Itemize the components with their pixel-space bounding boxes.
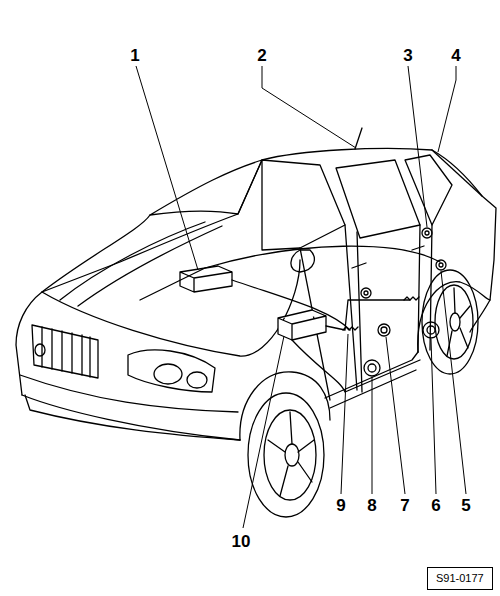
rear-hub: [450, 313, 460, 331]
wiring: [140, 246, 440, 392]
mirror: [291, 250, 314, 272]
callout-number: 6: [431, 497, 440, 514]
back-window: [432, 150, 482, 196]
leader-line: [243, 336, 284, 528]
bumper: [20, 375, 240, 440]
speaker: [361, 288, 371, 298]
leader-line: [441, 271, 466, 494]
hood-stripe: [60, 222, 222, 306]
headlight-lens: [187, 372, 207, 388]
grille-bars: [42, 327, 90, 377]
front-rim: [264, 410, 316, 500]
leader-line: [386, 337, 405, 494]
rear-window: [336, 160, 420, 238]
rear-spokes: [447, 288, 470, 356]
grille: [32, 325, 98, 378]
callout-number: 7: [400, 497, 409, 514]
speaker: [378, 324, 390, 336]
reference-text: S91-0177: [436, 573, 484, 584]
front-window: [262, 160, 345, 250]
front-arch: [240, 372, 330, 440]
callout-number: 10: [232, 533, 251, 550]
leader-line: [341, 334, 348, 494]
speaker: [436, 260, 446, 270]
callout-number: 5: [461, 497, 470, 514]
front-hub: [285, 444, 299, 466]
reference-box: S91-0177: [427, 567, 493, 590]
quarter-window: [405, 155, 452, 225]
speaker: [364, 360, 380, 376]
callout-number: 9: [336, 497, 345, 514]
antenna: [355, 128, 362, 149]
fender-line: [42, 260, 300, 356]
car-body: [16, 148, 496, 395]
leader-line: [431, 339, 436, 494]
car-side: [22, 395, 240, 440]
speaker: [422, 228, 432, 238]
leader-line: [372, 377, 373, 494]
rear-rim: [435, 285, 473, 359]
leader-line: [408, 66, 427, 227]
callout-number: 1: [130, 47, 139, 64]
front-spokes: [268, 412, 314, 496]
callout-number: 3: [403, 47, 412, 64]
rear-door: [357, 225, 432, 392]
front-tyre: [248, 393, 324, 517]
leader-line: [136, 66, 198, 270]
callout-number: 4: [451, 47, 460, 64]
door-handles: [352, 246, 424, 268]
headlight: [128, 350, 215, 392]
leader-line: [438, 66, 456, 152]
unit-1: [180, 266, 232, 292]
unit-10: [278, 310, 326, 340]
callout-number: 8: [367, 497, 376, 514]
logo: [35, 344, 45, 356]
headlight-lens: [154, 364, 182, 384]
leader-line: [262, 66, 356, 148]
speaker: [423, 322, 439, 338]
callout-number: 2: [257, 47, 266, 64]
